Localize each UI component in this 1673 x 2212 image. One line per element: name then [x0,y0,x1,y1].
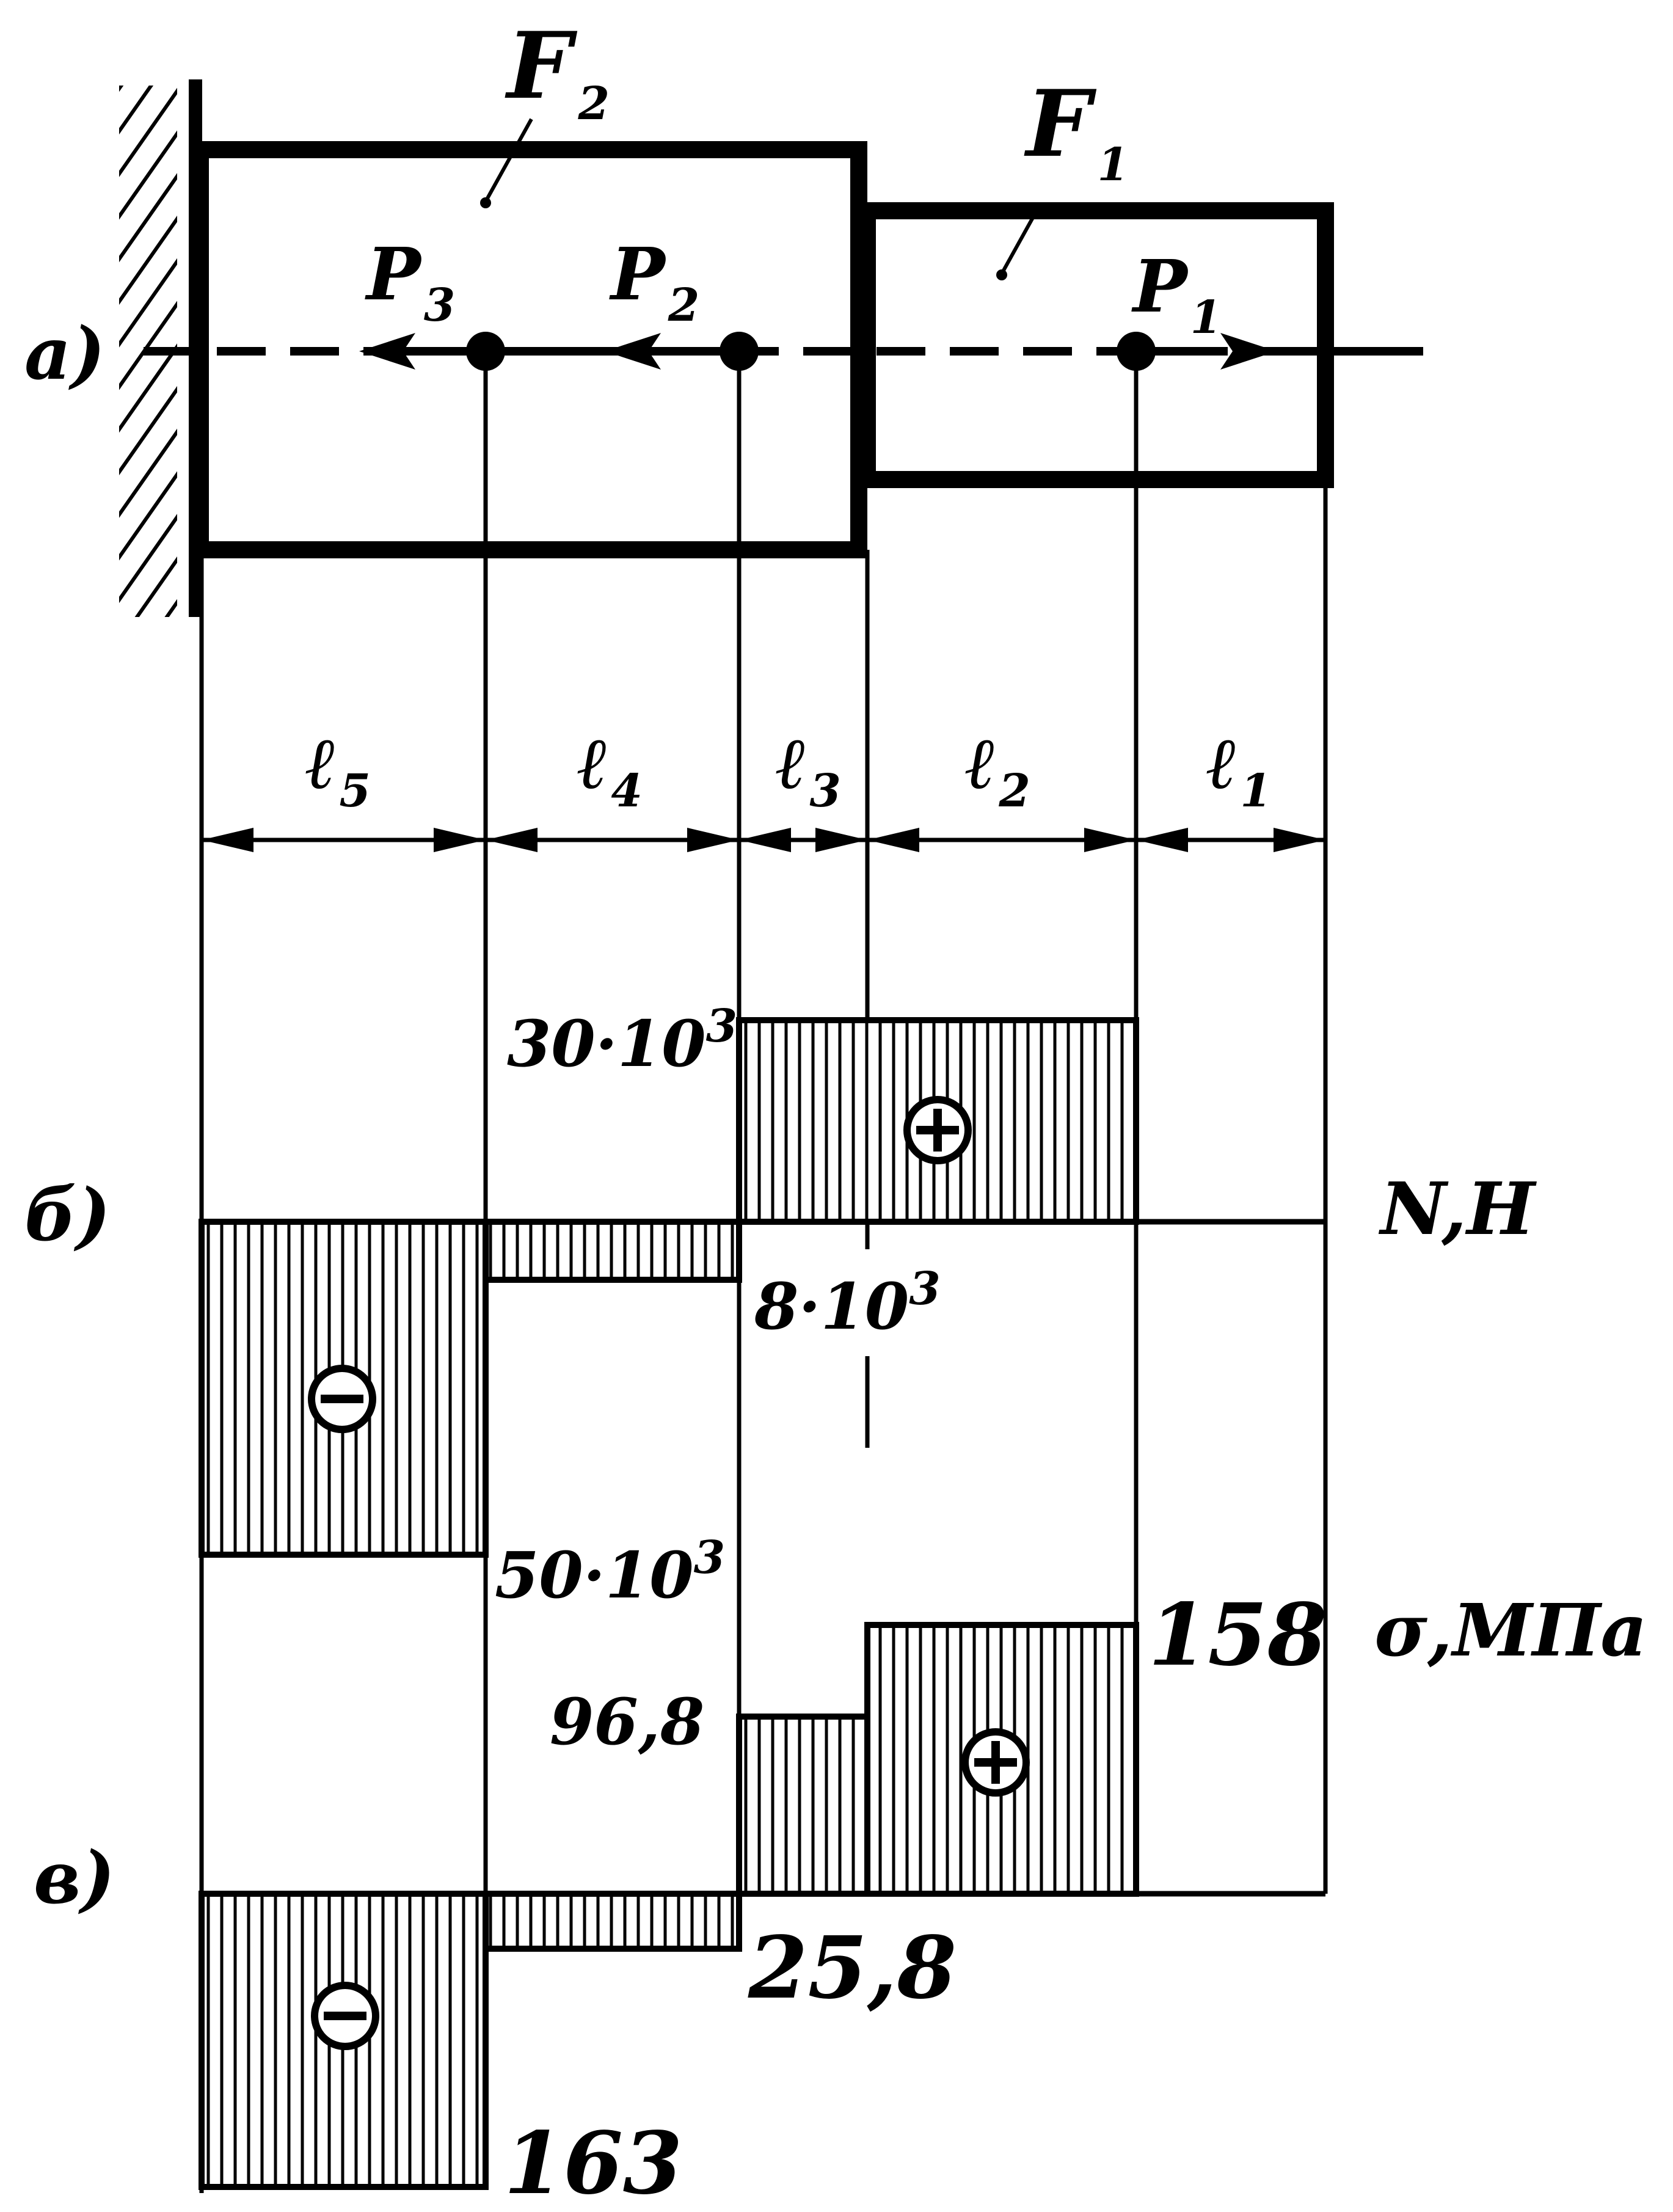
sigma-region-s3 [736,1714,870,1897]
load-p3-arrow [359,333,483,370]
n-axis-label: N,H [1378,1166,1537,1251]
sigma-value-s3: 96,8 [550,1684,704,1759]
n-value-positive: 30·103 [507,1000,737,1081]
sigma-value-s2: 158 [1148,1585,1327,1685]
load-p1-label: P1 [1131,244,1222,344]
panel-label-a: а) [24,311,105,396]
sigma-plus-sign [961,1728,1030,1797]
load-p3-label: P3 [365,232,455,332]
sigma-minus-sign [311,1982,379,2050]
length-l3-label: ℓ3 [776,720,841,817]
sigma-value-s5: 163 [504,2114,682,2212]
length-l2-label: ℓ2 [965,720,1030,817]
n-region-small-negative [483,1219,742,1283]
n-value-large-negative: 50·103 [495,1531,725,1613]
load-p2-label: P2 [609,232,699,332]
area-f1-leader [996,206,1040,280]
length-l5-label: ℓ5 [305,720,371,817]
sigma-region-s4 [483,1891,742,1952]
length-l4-label: ℓ4 [577,720,643,817]
sigma-axis-label: σ,МПа [1374,1588,1647,1673]
n-minus-sign [308,1365,376,1433]
area-f2-leader [480,118,533,208]
dimension-line [202,828,1325,852]
n-value-small-negative: 8·103 [754,1263,941,1344]
bar-section-f1 [859,202,1334,488]
n-plus-sign [903,1096,972,1164]
panel-label-v: в) [34,1835,115,1920]
sigma-value-s4: 25,8 [748,1918,957,2018]
panel-label-b: б) [24,1172,111,1257]
length-l1-label: ℓ1 [1206,720,1272,817]
load-p2-arrow [605,333,739,370]
